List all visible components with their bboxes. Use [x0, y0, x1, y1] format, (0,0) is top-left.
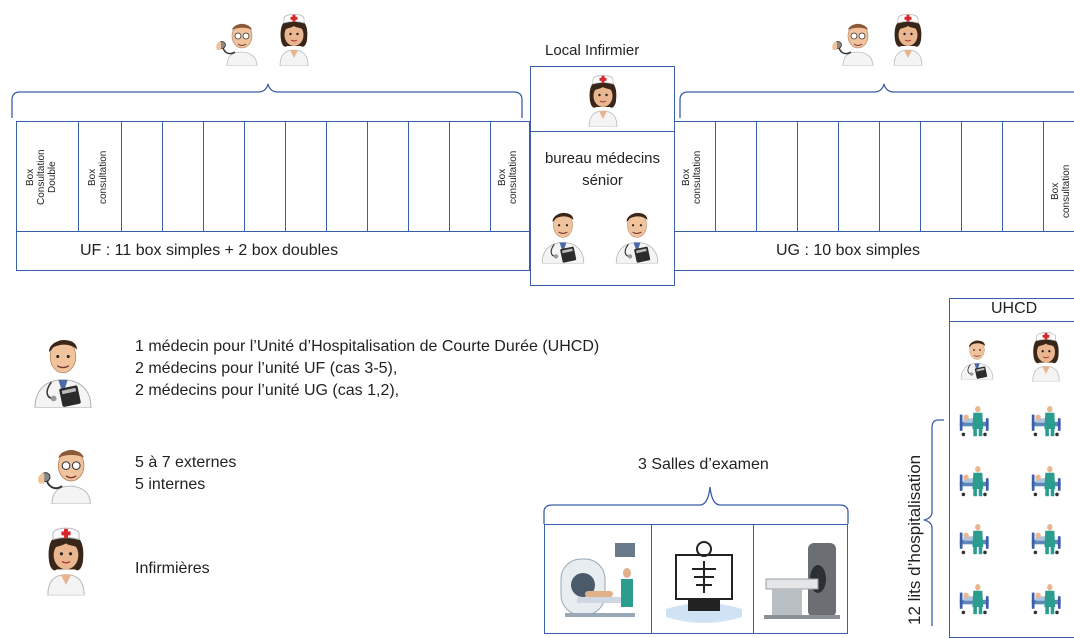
legend-nurses: Infirmières: [135, 560, 210, 577]
uf-box[interactable]: [121, 121, 163, 232]
legend-doctors-line: 1 médecin pour l’Unité d’Hospitalisation…: [135, 338, 600, 355]
uhcd-beds-label: 12 lits d’hospitalisation: [905, 454, 924, 625]
mri-scanner-icon: [560, 543, 635, 617]
legend-doctors-line: 2 médecins pour l’unité UF (cas 3-5),: [135, 360, 398, 377]
ug-box[interactable]: [715, 121, 757, 232]
legend-doctors-line: 2 médecins pour l’unité UG (cas 1,2),: [135, 382, 400, 399]
uf-box[interactable]: [244, 121, 286, 232]
uf-box[interactable]: [449, 121, 491, 232]
uf-boxes-row: Box Consultation Double Box consultation…: [16, 121, 530, 232]
exam-room-ct[interactable]: [753, 524, 848, 634]
ug-summary: UG : 10 box simples: [776, 242, 921, 259]
uf-box[interactable]: [408, 121, 450, 232]
uf-box-double[interactable]: Box consultation: [490, 121, 530, 232]
ug-box[interactable]: [797, 121, 839, 232]
ug-box[interactable]: [920, 121, 962, 232]
ug-box[interactable]: Box consultation: [1043, 121, 1074, 232]
legend-doctors: 1 médecin pour l’Unité d’Hospitalisation…: [135, 336, 599, 402]
uf-box[interactable]: [203, 121, 245, 232]
ug-box[interactable]: [961, 121, 1003, 232]
ct-scanner-icon: [764, 543, 840, 619]
ug-box[interactable]: [838, 121, 880, 232]
uf-box[interactable]: [326, 121, 368, 232]
uf-brace: [11, 83, 1074, 118]
uf-box[interactable]: Box consultation: [78, 121, 122, 232]
exam-title: 3 Salles d’examen: [638, 456, 769, 473]
ug-boxes-row: Box consultation Box consultation: [674, 121, 1074, 232]
ug-box[interactable]: Box consultation: [674, 121, 716, 232]
exam-room-xray[interactable]: [651, 524, 754, 634]
bureau-label: bureau médecins sénior: [544, 150, 661, 189]
uf-box[interactable]: [285, 121, 327, 232]
local-infirmier-title: Local Infirmier: [545, 42, 640, 59]
legend-students-line: 5 internes: [135, 476, 206, 493]
xray-icon: [666, 541, 742, 623]
uf-box[interactable]: [367, 121, 409, 232]
bureau-medecins-room[interactable]: bureau médecins sénior: [530, 131, 675, 286]
uf-summary: UF : 11 box simples + 2 box doubles: [80, 242, 339, 259]
uhcd-title: UHCD: [991, 300, 1038, 317]
legend-students-line: 5 à 7 externes: [135, 454, 237, 471]
local-infirmier-room[interactable]: [530, 66, 675, 132]
uhcd-header: [950, 299, 1074, 322]
legend-students: 5 à 7 externes 5 internes: [135, 452, 236, 496]
